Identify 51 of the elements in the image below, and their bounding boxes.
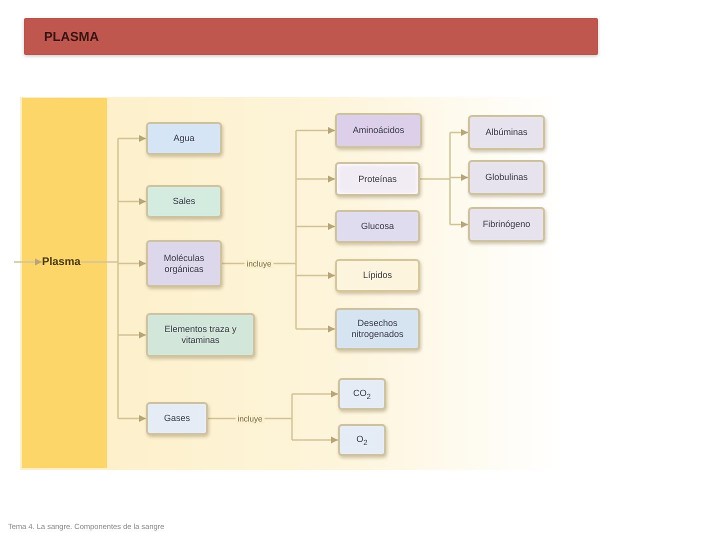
- connector-arrow: [296, 176, 335, 182]
- process-box: [335, 210, 420, 243]
- process-box: [338, 378, 386, 410]
- connector-line: [221, 130, 297, 330]
- node-label: Lípidos: [362, 270, 392, 281]
- connector-arrow: [118, 198, 146, 205]
- text-label: Plasma: [42, 255, 81, 269]
- process-box: [335, 113, 422, 148]
- node-label: Globulinas: [485, 172, 528, 183]
- connector-arrow: [118, 135, 146, 142]
- connector-arrow: [14, 258, 42, 266]
- process-box: [146, 122, 222, 155]
- process-box: [468, 115, 545, 150]
- connector-arrow: [118, 260, 146, 267]
- process-box: [146, 313, 255, 357]
- process-box: [335, 308, 420, 350]
- node-label: Elementos traza y vitaminas: [163, 324, 238, 346]
- process-box: [146, 185, 222, 218]
- connector-arrow: [450, 221, 468, 228]
- node-label: O$_{2}$: [356, 434, 368, 446]
- node-label: Fibrinógeno: [482, 219, 530, 230]
- connector-arrow: [296, 223, 335, 230]
- node-label: Sales: [172, 196, 196, 207]
- connector-arrow: [296, 272, 335, 279]
- connector-arrow: [296, 127, 335, 134]
- node-label: Albúminas: [485, 127, 528, 138]
- process-box: [468, 207, 545, 242]
- node-label: CO$_{2}$: [353, 388, 371, 400]
- node-label: Agua: [173, 133, 195, 144]
- connector-arrow: [296, 326, 335, 332]
- connector-arrow: [118, 415, 146, 422]
- node-label: Aminoácidos: [352, 125, 404, 136]
- connector-line: [80, 138, 119, 420]
- node-label: Moléculas orgánicas: [162, 252, 206, 274]
- process-box: [335, 259, 420, 292]
- process-box: [338, 424, 386, 456]
- connector-arrow: [292, 390, 338, 398]
- process-box: [335, 162, 420, 196]
- node-label: Desechos nitrogenados: [350, 318, 405, 340]
- connector-arrow: [450, 174, 468, 181]
- process-box: [146, 240, 222, 287]
- node-label: Gases: [164, 413, 190, 424]
- node-label: Glucosa: [360, 221, 394, 232]
- connector-line: [419, 132, 451, 226]
- node-label: Proteínas: [358, 174, 397, 184]
- connector-arrow: [292, 436, 338, 444]
- connector-arrow: [118, 332, 146, 338]
- title-text: PLASMA: [44, 29, 99, 44]
- connector-arrow: [450, 129, 468, 136]
- process-box: [146, 402, 208, 435]
- process-box: [468, 160, 545, 195]
